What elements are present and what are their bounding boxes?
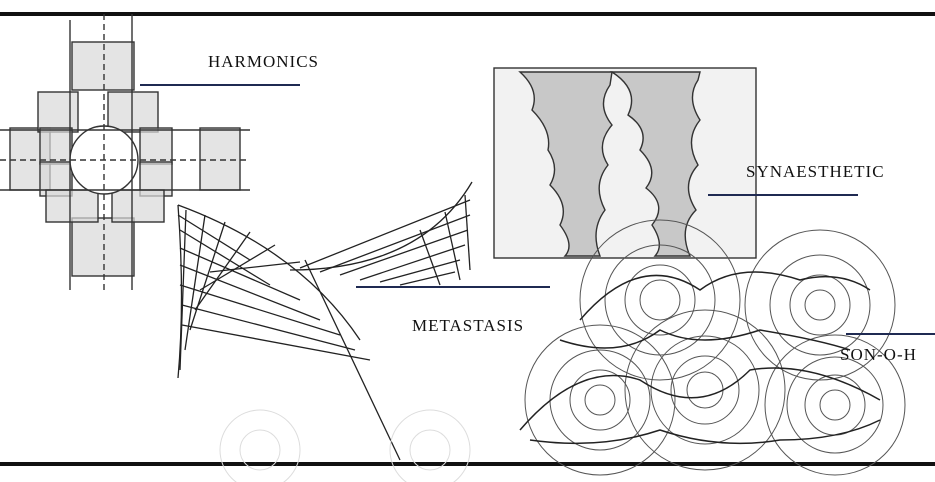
harmonics-label: HARMONICS — [208, 52, 320, 71]
metastasis-sketch — [177, 181, 473, 461]
synaesthetic-sketch — [493, 67, 757, 259]
son-o-house-label: SON-O-H — [840, 345, 917, 364]
metastasis-leader-line — [356, 286, 550, 288]
son-o-house-leader-line — [846, 333, 935, 335]
harmonics-leader-line — [140, 84, 300, 86]
harmonics-sketch — [0, 14, 250, 290]
metastasis-label: METASTASIS — [412, 316, 525, 335]
synaesthetic-label: SYNAESTHETIC — [746, 162, 885, 181]
frame-top-border — [0, 12, 935, 16]
son-o-house-sketch — [219, 219, 906, 482]
synaesthetic-leader-line — [708, 194, 858, 196]
